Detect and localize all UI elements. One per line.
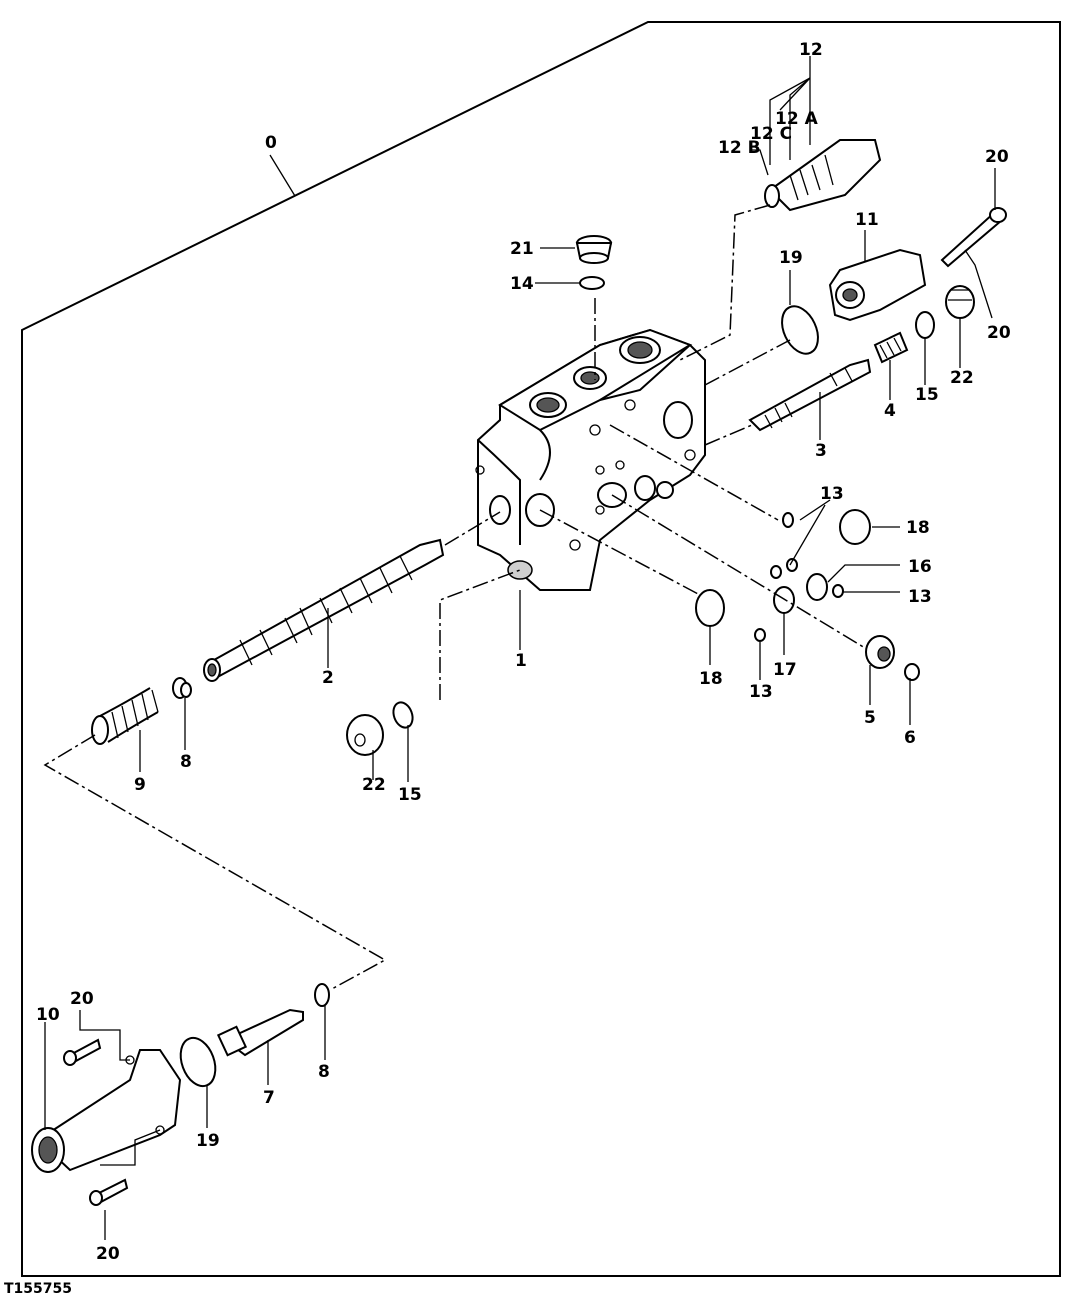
label-19-lower: 19 <box>196 1131 220 1151</box>
plug-upper <box>945 285 975 319</box>
piston-housing <box>828 248 927 322</box>
label-0: 0 <box>265 133 277 153</box>
label-12B: 12 B <box>718 138 761 158</box>
label-20-right: 20 <box>987 323 1011 343</box>
label-9: 9 <box>134 775 146 795</box>
o-ring-18-upper <box>839 509 871 545</box>
check-valve-poppet <box>748 358 872 432</box>
label-13-b: 13 <box>908 587 932 607</box>
label-14: 14 <box>510 274 534 294</box>
label-17: 17 <box>773 660 797 680</box>
label-5: 5 <box>864 708 876 728</box>
stopper-bolt <box>216 1008 304 1057</box>
check-plug-5 <box>865 635 895 669</box>
label-8-upper: 8 <box>180 752 192 772</box>
valve-body <box>475 328 706 591</box>
label-2: 2 <box>322 668 334 688</box>
label-11: 11 <box>855 210 879 230</box>
spring-seat-lower <box>314 983 330 1007</box>
label-4: 4 <box>884 401 896 421</box>
center-lines <box>43 204 866 991</box>
o-ring-upper <box>781 305 819 355</box>
bolt-20-top <box>940 207 1007 268</box>
label-21: 21 <box>510 239 534 259</box>
spring-seat-upper <box>172 677 192 699</box>
o-ring-13c <box>786 558 798 572</box>
label-18-upper: 18 <box>906 518 930 538</box>
o-ring-15-upper <box>915 311 935 339</box>
label-12: 12 <box>799 40 823 60</box>
label-20-left-lower: 20 <box>96 1244 120 1264</box>
label-12C: 12 C <box>750 124 792 144</box>
plug-lower <box>346 714 384 756</box>
spring-6 <box>904 663 920 681</box>
o-ring-lower <box>179 1036 217 1088</box>
label-13-a: 13 <box>820 484 844 504</box>
label-7: 7 <box>263 1088 275 1108</box>
label-15-lower: 15 <box>398 785 422 805</box>
o-ring-13e <box>754 628 766 642</box>
leader-lines <box>44 56 996 1240</box>
o-ring-16 <box>806 573 828 601</box>
label-22-upper: 22 <box>950 368 974 388</box>
label-20-top: 20 <box>985 147 1009 167</box>
assembly-border <box>21 21 1061 1277</box>
label-6: 6 <box>904 728 916 748</box>
label-19-upper: 19 <box>779 248 803 268</box>
label-20-left-upper: 20 <box>70 989 94 1009</box>
label-15-upper: 15 <box>915 385 939 405</box>
spool <box>203 538 445 682</box>
o-ring-15-lower <box>392 701 414 729</box>
part-labels: 0 1 2 3 4 5 6 7 8 8 9 10 11 12 12 A 12 C… <box>36 40 1011 1264</box>
label-13-c: 13 <box>749 682 773 702</box>
cap-housing <box>31 1049 182 1173</box>
label-8-lower: 8 <box>318 1062 330 1082</box>
label-22-lower: 22 <box>362 775 386 795</box>
spring-4 <box>873 331 909 364</box>
spring <box>91 687 159 745</box>
label-12A: 12 A <box>775 109 819 129</box>
bolt-20-upper-left <box>63 1038 102 1066</box>
o-ring-14 <box>579 276 605 290</box>
figure-code: T155755 <box>4 1281 72 1297</box>
o-ring-17 <box>773 586 795 614</box>
label-16: 16 <box>908 557 932 577</box>
label-1: 1 <box>515 651 527 671</box>
label-3: 3 <box>815 441 827 461</box>
bolt-20-lower-left <box>89 1178 129 1206</box>
o-ring-18-lower <box>695 589 725 627</box>
o-ring-13d <box>832 584 844 598</box>
plug-top <box>575 235 613 264</box>
label-10: 10 <box>36 1005 60 1025</box>
relief-valve <box>764 139 882 212</box>
o-ring-13a <box>782 512 794 528</box>
label-18-lower: 18 <box>699 669 723 689</box>
o-ring-13b <box>770 565 782 579</box>
